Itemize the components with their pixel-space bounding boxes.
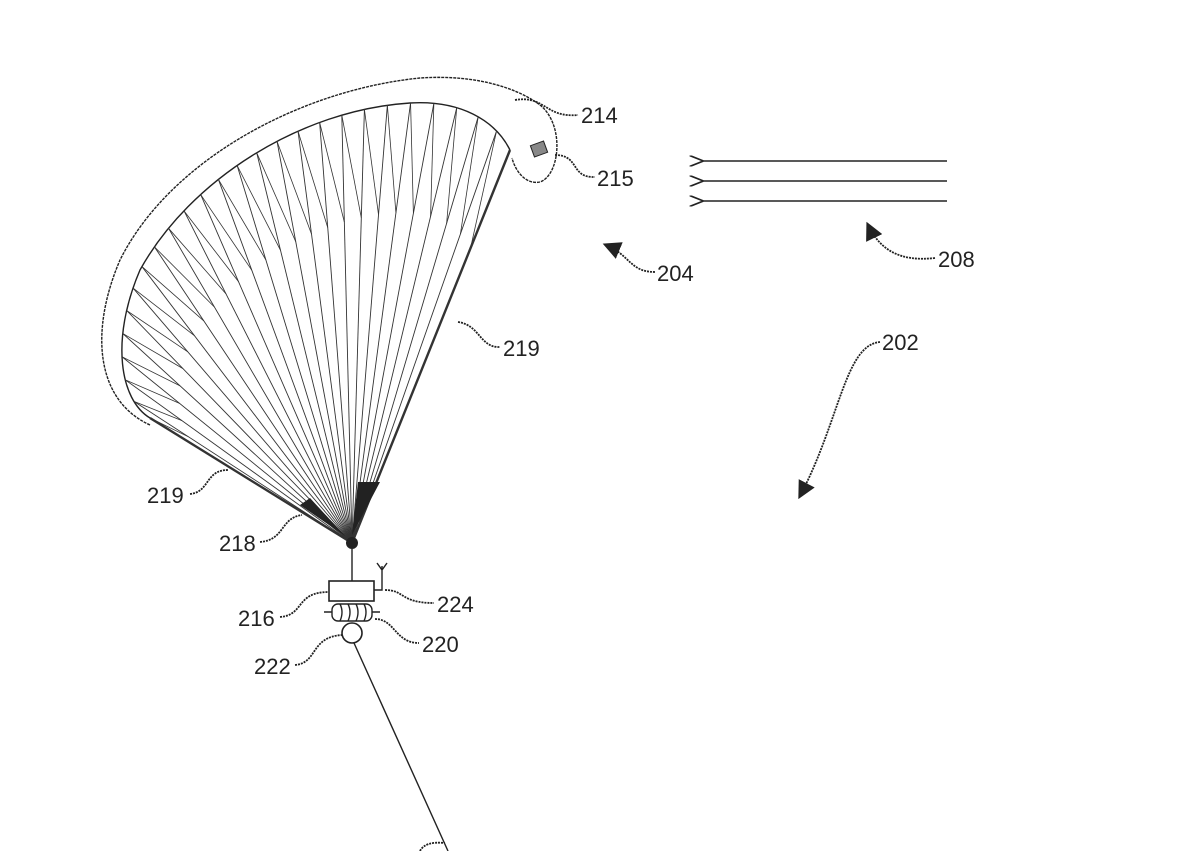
bridle-point bbox=[346, 537, 358, 549]
suspension-line bbox=[218, 179, 353, 544]
canopy-rib bbox=[122, 333, 184, 369]
canopy-rib bbox=[154, 246, 215, 308]
suspension-line bbox=[200, 194, 353, 544]
label-218: 218 bbox=[219, 531, 256, 556]
suspension-line bbox=[297, 131, 353, 544]
canopy-rib bbox=[470, 130, 497, 249]
suspension-line bbox=[351, 107, 458, 544]
canopy-rib bbox=[460, 116, 479, 235]
label-208: 208 bbox=[938, 247, 975, 272]
canopy-rib bbox=[126, 310, 189, 353]
suspension-line bbox=[236, 165, 353, 544]
label-204: 204 bbox=[657, 261, 694, 286]
canopy-rib bbox=[141, 266, 205, 322]
leader-219-left bbox=[189, 469, 229, 495]
canopy-rib bbox=[125, 379, 180, 404]
suspension-line bbox=[149, 416, 353, 545]
label-224: 224 bbox=[437, 592, 474, 617]
leader-220 bbox=[374, 618, 420, 644]
canopy-ribs bbox=[121, 102, 512, 545]
canopy-rib bbox=[168, 228, 227, 295]
label-216: 216 bbox=[238, 606, 275, 631]
pulley bbox=[341, 622, 363, 644]
suspension-line bbox=[351, 116, 479, 544]
canopy-rib bbox=[121, 356, 181, 387]
canopy-rib bbox=[386, 105, 397, 214]
canopy-rib bbox=[236, 165, 281, 251]
canopy-rib bbox=[200, 194, 253, 271]
suspension-line bbox=[341, 115, 353, 544]
suspension-line bbox=[351, 102, 412, 544]
canopy-rib bbox=[341, 115, 362, 218]
suspension-line bbox=[141, 266, 353, 544]
suspension-line bbox=[132, 287, 353, 544]
label-215: 215 bbox=[597, 166, 634, 191]
main-tether bbox=[353, 642, 449, 851]
canopy-rib bbox=[364, 109, 379, 215]
canopy-leading-edge bbox=[101, 76, 558, 426]
suspension-line bbox=[351, 103, 435, 544]
suspension-line bbox=[351, 109, 365, 544]
canopy-rib bbox=[132, 287, 195, 336]
canopy-rib bbox=[256, 152, 297, 242]
leader-224 bbox=[384, 589, 435, 604]
suspension-line bbox=[183, 210, 353, 544]
bridle-tail-left bbox=[300, 498, 345, 536]
bridle-tail-right bbox=[352, 482, 380, 535]
canopy-rib bbox=[183, 210, 239, 282]
leader-202 bbox=[798, 341, 881, 500]
sensor-box bbox=[529, 140, 549, 158]
leader-216 bbox=[279, 591, 330, 618]
canopy-rib bbox=[133, 401, 183, 422]
canopy-rib bbox=[276, 141, 312, 235]
leader-215 bbox=[554, 154, 596, 178]
leader-218 bbox=[259, 514, 303, 543]
canopy-rib bbox=[319, 122, 345, 223]
suspension-line bbox=[256, 152, 353, 544]
suspension-line bbox=[168, 228, 353, 544]
canopy-rib bbox=[446, 107, 458, 224]
suspension-line bbox=[350, 149, 512, 544]
label-222: 222 bbox=[254, 654, 291, 679]
leader-208 bbox=[866, 221, 936, 260]
canopy-inner-edge bbox=[121, 102, 511, 419]
suspension-line bbox=[154, 246, 353, 544]
canopy-rib bbox=[297, 131, 329, 228]
label-220: 220 bbox=[422, 632, 459, 657]
leader-219-right bbox=[457, 321, 501, 348]
label-219-right: 219 bbox=[503, 336, 540, 361]
label-219-left: 219 bbox=[147, 483, 184, 508]
suspension-line bbox=[351, 105, 388, 544]
antenna-icon bbox=[374, 562, 388, 591]
suspension-line bbox=[124, 379, 353, 544]
tether-leader bbox=[419, 841, 446, 851]
canopy-rib bbox=[149, 417, 189, 438]
suspension-line bbox=[351, 130, 497, 544]
suspension-line bbox=[276, 141, 353, 544]
canopy-rib bbox=[218, 179, 267, 261]
control-pod bbox=[328, 580, 375, 602]
canopy-rib bbox=[410, 102, 414, 214]
label-214: 214 bbox=[581, 103, 618, 128]
leader-204 bbox=[602, 242, 656, 273]
suspension-line bbox=[133, 401, 353, 544]
label-202: 202 bbox=[882, 330, 919, 355]
wind-arrows bbox=[702, 161, 947, 201]
leader-222 bbox=[294, 634, 343, 666]
winch-drum bbox=[324, 603, 380, 622]
canopy-rib bbox=[430, 103, 435, 217]
leader-214 bbox=[514, 98, 579, 117]
suspension-line bbox=[319, 122, 353, 544]
